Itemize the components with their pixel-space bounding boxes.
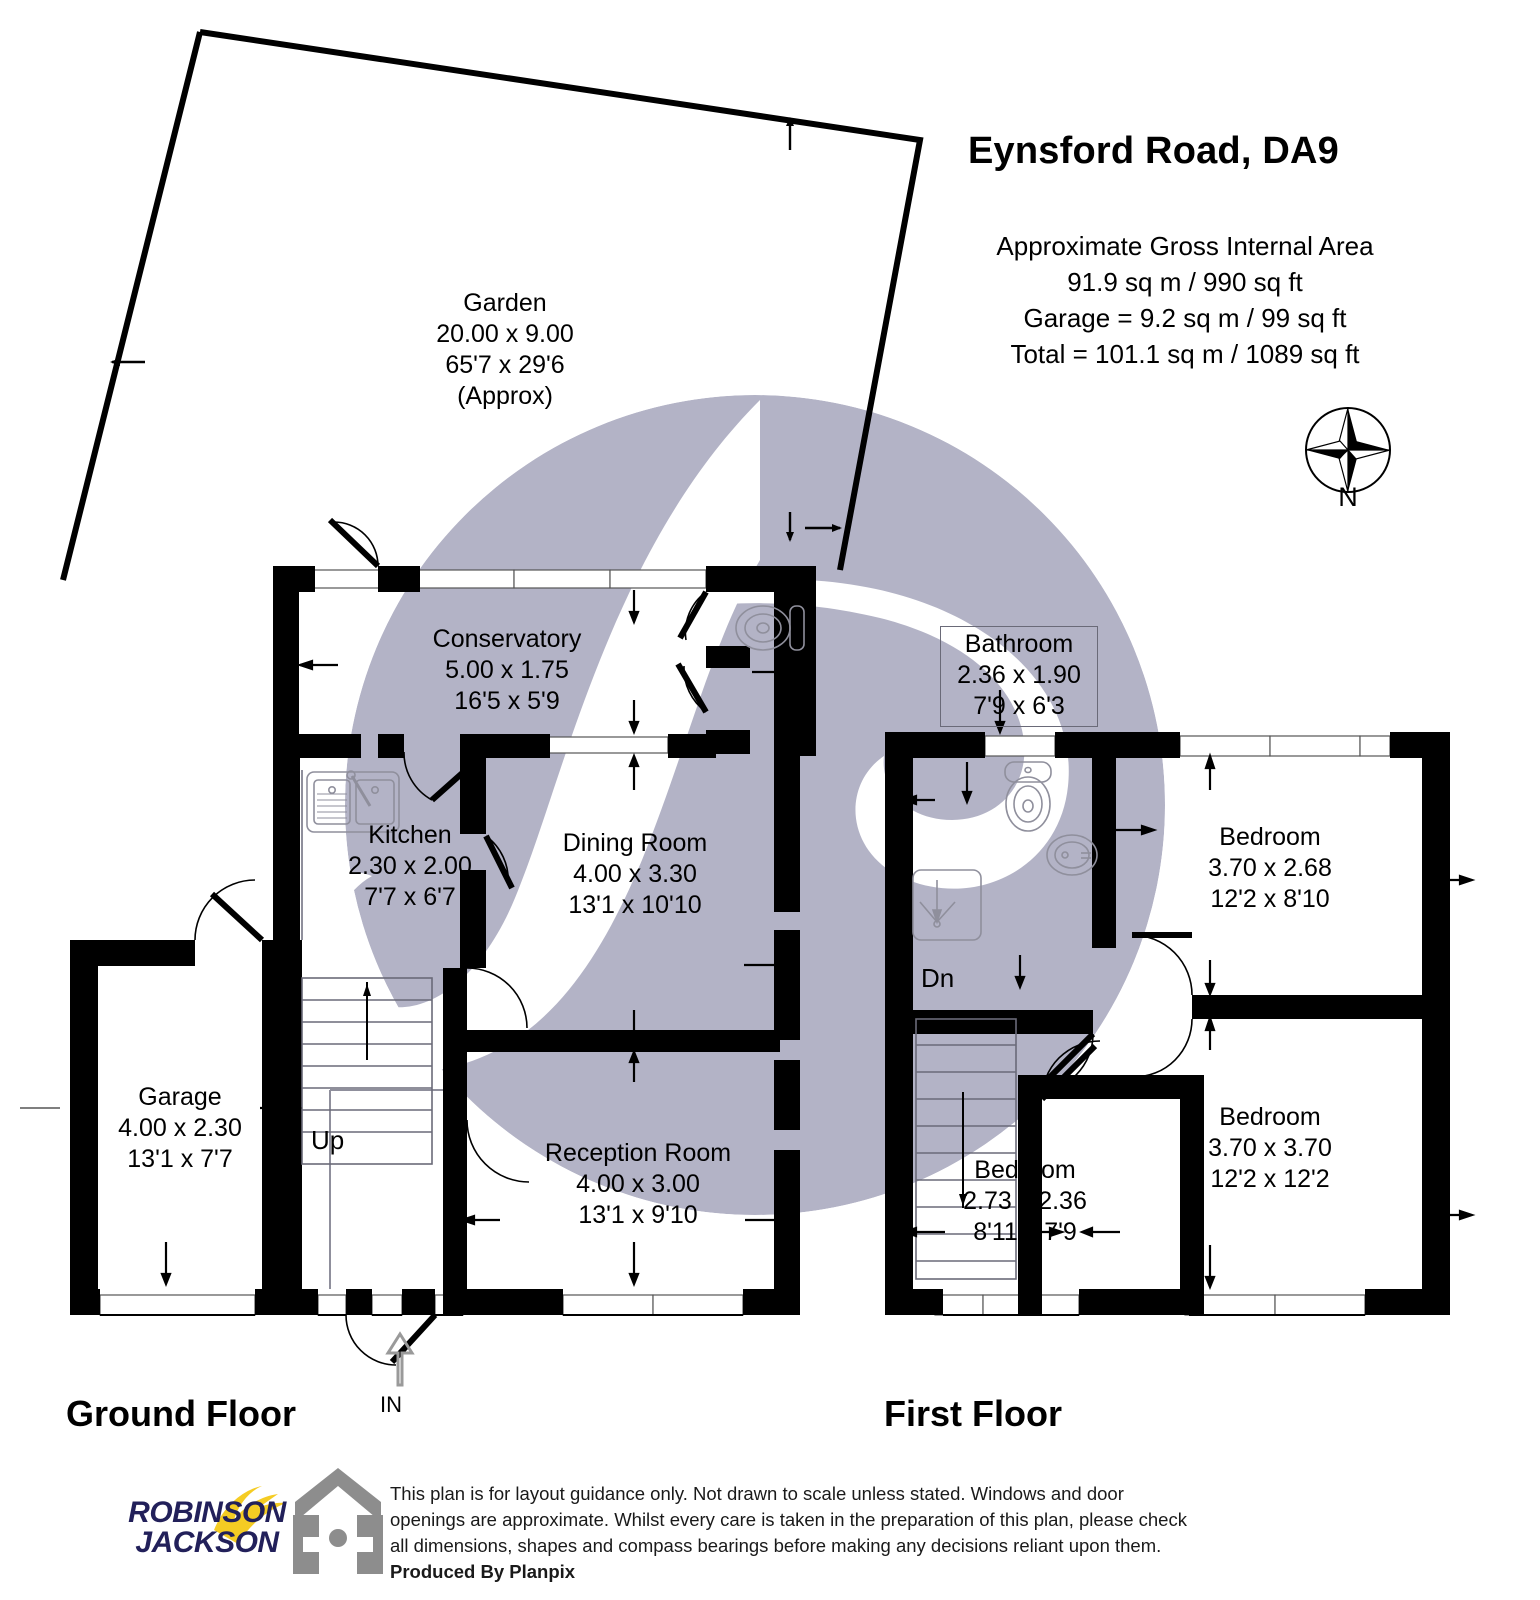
garage-metric: 4.00 x 2.30 (118, 1114, 242, 1142)
robinson-jackson-swoosh-icon (214, 1486, 286, 1544)
wc-toilet-icon (735, 605, 805, 651)
bathroom-imperial: 7'9 x 6'3 (973, 692, 1065, 720)
produced-by-text: Produced By Planpix (390, 1561, 576, 1582)
bed1-metric: 3.70 x 2.68 (1208, 854, 1332, 882)
stairs-down-label: Dn (921, 963, 955, 993)
dimension-arrows-ground (20, 590, 796, 1287)
area-summary: Approximate Gross Internal Area 91.9 sq … (965, 228, 1405, 372)
room-label-dining: Dining Room 4.00 x 3.30 13'1 x 10'10 (500, 828, 770, 921)
garden-imperial: 65'7 x 29'6 (445, 351, 565, 379)
door-swings-first (1032, 932, 1193, 1102)
dining-metric: 4.00 x 3.30 (573, 860, 697, 888)
agent-logo: ROBINSON JACKSON (122, 1498, 292, 1558)
room-label-reception: Reception Room 4.00 x 3.00 13'1 x 9'10 (498, 1138, 778, 1231)
room-label-bedroom-1: Bedroom 3.70 x 2.68 12'2 x 8'10 (1150, 822, 1390, 915)
bathroom-metric: 2.36 x 1.90 (957, 661, 1081, 689)
garage-name: Garage (138, 1083, 222, 1111)
room-label-kitchen: Kitchen 2.30 x 2.00 7'7 x 6'7 (300, 820, 520, 913)
room-label-bathroom: Bathroom 2.36 x 1.90 7'9 x 6'3 (940, 626, 1098, 727)
garden-note: (Approx) (457, 382, 553, 410)
bed1-name: Bedroom (1219, 823, 1321, 851)
bed2-metric: 3.70 x 3.70 (1208, 1134, 1332, 1162)
kitchen-sink-icon (306, 770, 400, 833)
compass-north-label: N (1338, 482, 1358, 512)
bed2-imperial: 12'2 x 12'2 (1210, 1165, 1330, 1193)
reception-imperial: 13'1 x 9'10 (578, 1201, 698, 1229)
garden-name: Garden (463, 289, 547, 317)
stairs-down-icon (915, 1018, 1017, 1280)
dining-imperial: 13'1 x 10'10 (568, 891, 702, 919)
area-line-2: Garage = 9.2 sq m / 99 sq ft (1023, 303, 1347, 333)
room-label-garage: Garage 4.00 x 2.30 13'1 x 7'7 (80, 1082, 280, 1175)
entrance-label: IN (380, 1392, 402, 1417)
bathroom-name: Bathroom (964, 630, 1074, 658)
area-line-0: Approximate Gross Internal Area (996, 231, 1374, 261)
entrance-arrow-icon (385, 1331, 415, 1387)
kitchen-name: Kitchen (368, 821, 452, 849)
room-label-bedroom-3: Bedroom 2.73 x 2.36 8'11 x 7'9 (905, 1155, 1145, 1248)
bed3-imperial: 8'11 x 7'9 (973, 1218, 1077, 1246)
room-label-conservatory: Conservatory 5.00 x 1.75 16'5 x 5'9 (362, 624, 652, 717)
conservatory-name: Conservatory (432, 625, 582, 653)
kitchen-metric: 2.30 x 2.00 (348, 852, 472, 880)
room-label-bedroom-2: Bedroom 3.70 x 3.70 12'2 x 12'2 (1150, 1102, 1390, 1195)
page-title: Eynsford Road, DA9 (968, 130, 1339, 172)
room-label-garden: Garden 20.00 x 9.00 65'7 x 29'6 (Approx) (360, 288, 650, 412)
disclaimer-text: This plan is for layout guidance only. N… (390, 1483, 1187, 1556)
bathroom-fixtures (912, 761, 1098, 941)
bed1-imperial: 12'2 x 8'10 (1210, 885, 1330, 913)
planpix-house-icon (293, 1468, 383, 1574)
dimension-arrows-first (900, 690, 1476, 1290)
agent-logo-line-2: JACKSON (135, 1526, 279, 1559)
reception-name: Reception Room (544, 1139, 732, 1167)
dining-name: Dining Room (562, 829, 708, 857)
stairs-up-icon (301, 977, 433, 1165)
conservatory-metric: 5.00 x 1.75 (445, 656, 569, 684)
bed2-name: Bedroom (1219, 1103, 1321, 1131)
garden-metric: 20.00 x 9.00 (436, 320, 574, 348)
ground-floor-title: Ground Floor (66, 1393, 296, 1434)
stairs-up-label: Up (311, 1125, 345, 1155)
kitchen-imperial: 7'7 x 6'7 (364, 883, 456, 911)
area-line-3: Total = 101.1 sq m / 1089 sq ft (1010, 339, 1360, 369)
area-line-1: 91.9 sq m / 990 sq ft (1067, 267, 1303, 297)
agent-logo-line-1: ROBINSON (128, 1496, 286, 1529)
bed3-name: Bedroom (974, 1156, 1076, 1184)
bed3-metric: 2.73 x 2.36 (963, 1187, 1087, 1215)
garage-imperial: 13'1 x 7'7 (127, 1145, 233, 1173)
first-floor-title: First Floor (884, 1393, 1062, 1434)
reception-metric: 4.00 x 3.00 (576, 1170, 700, 1198)
conservatory-imperial: 16'5 x 5'9 (454, 687, 560, 715)
